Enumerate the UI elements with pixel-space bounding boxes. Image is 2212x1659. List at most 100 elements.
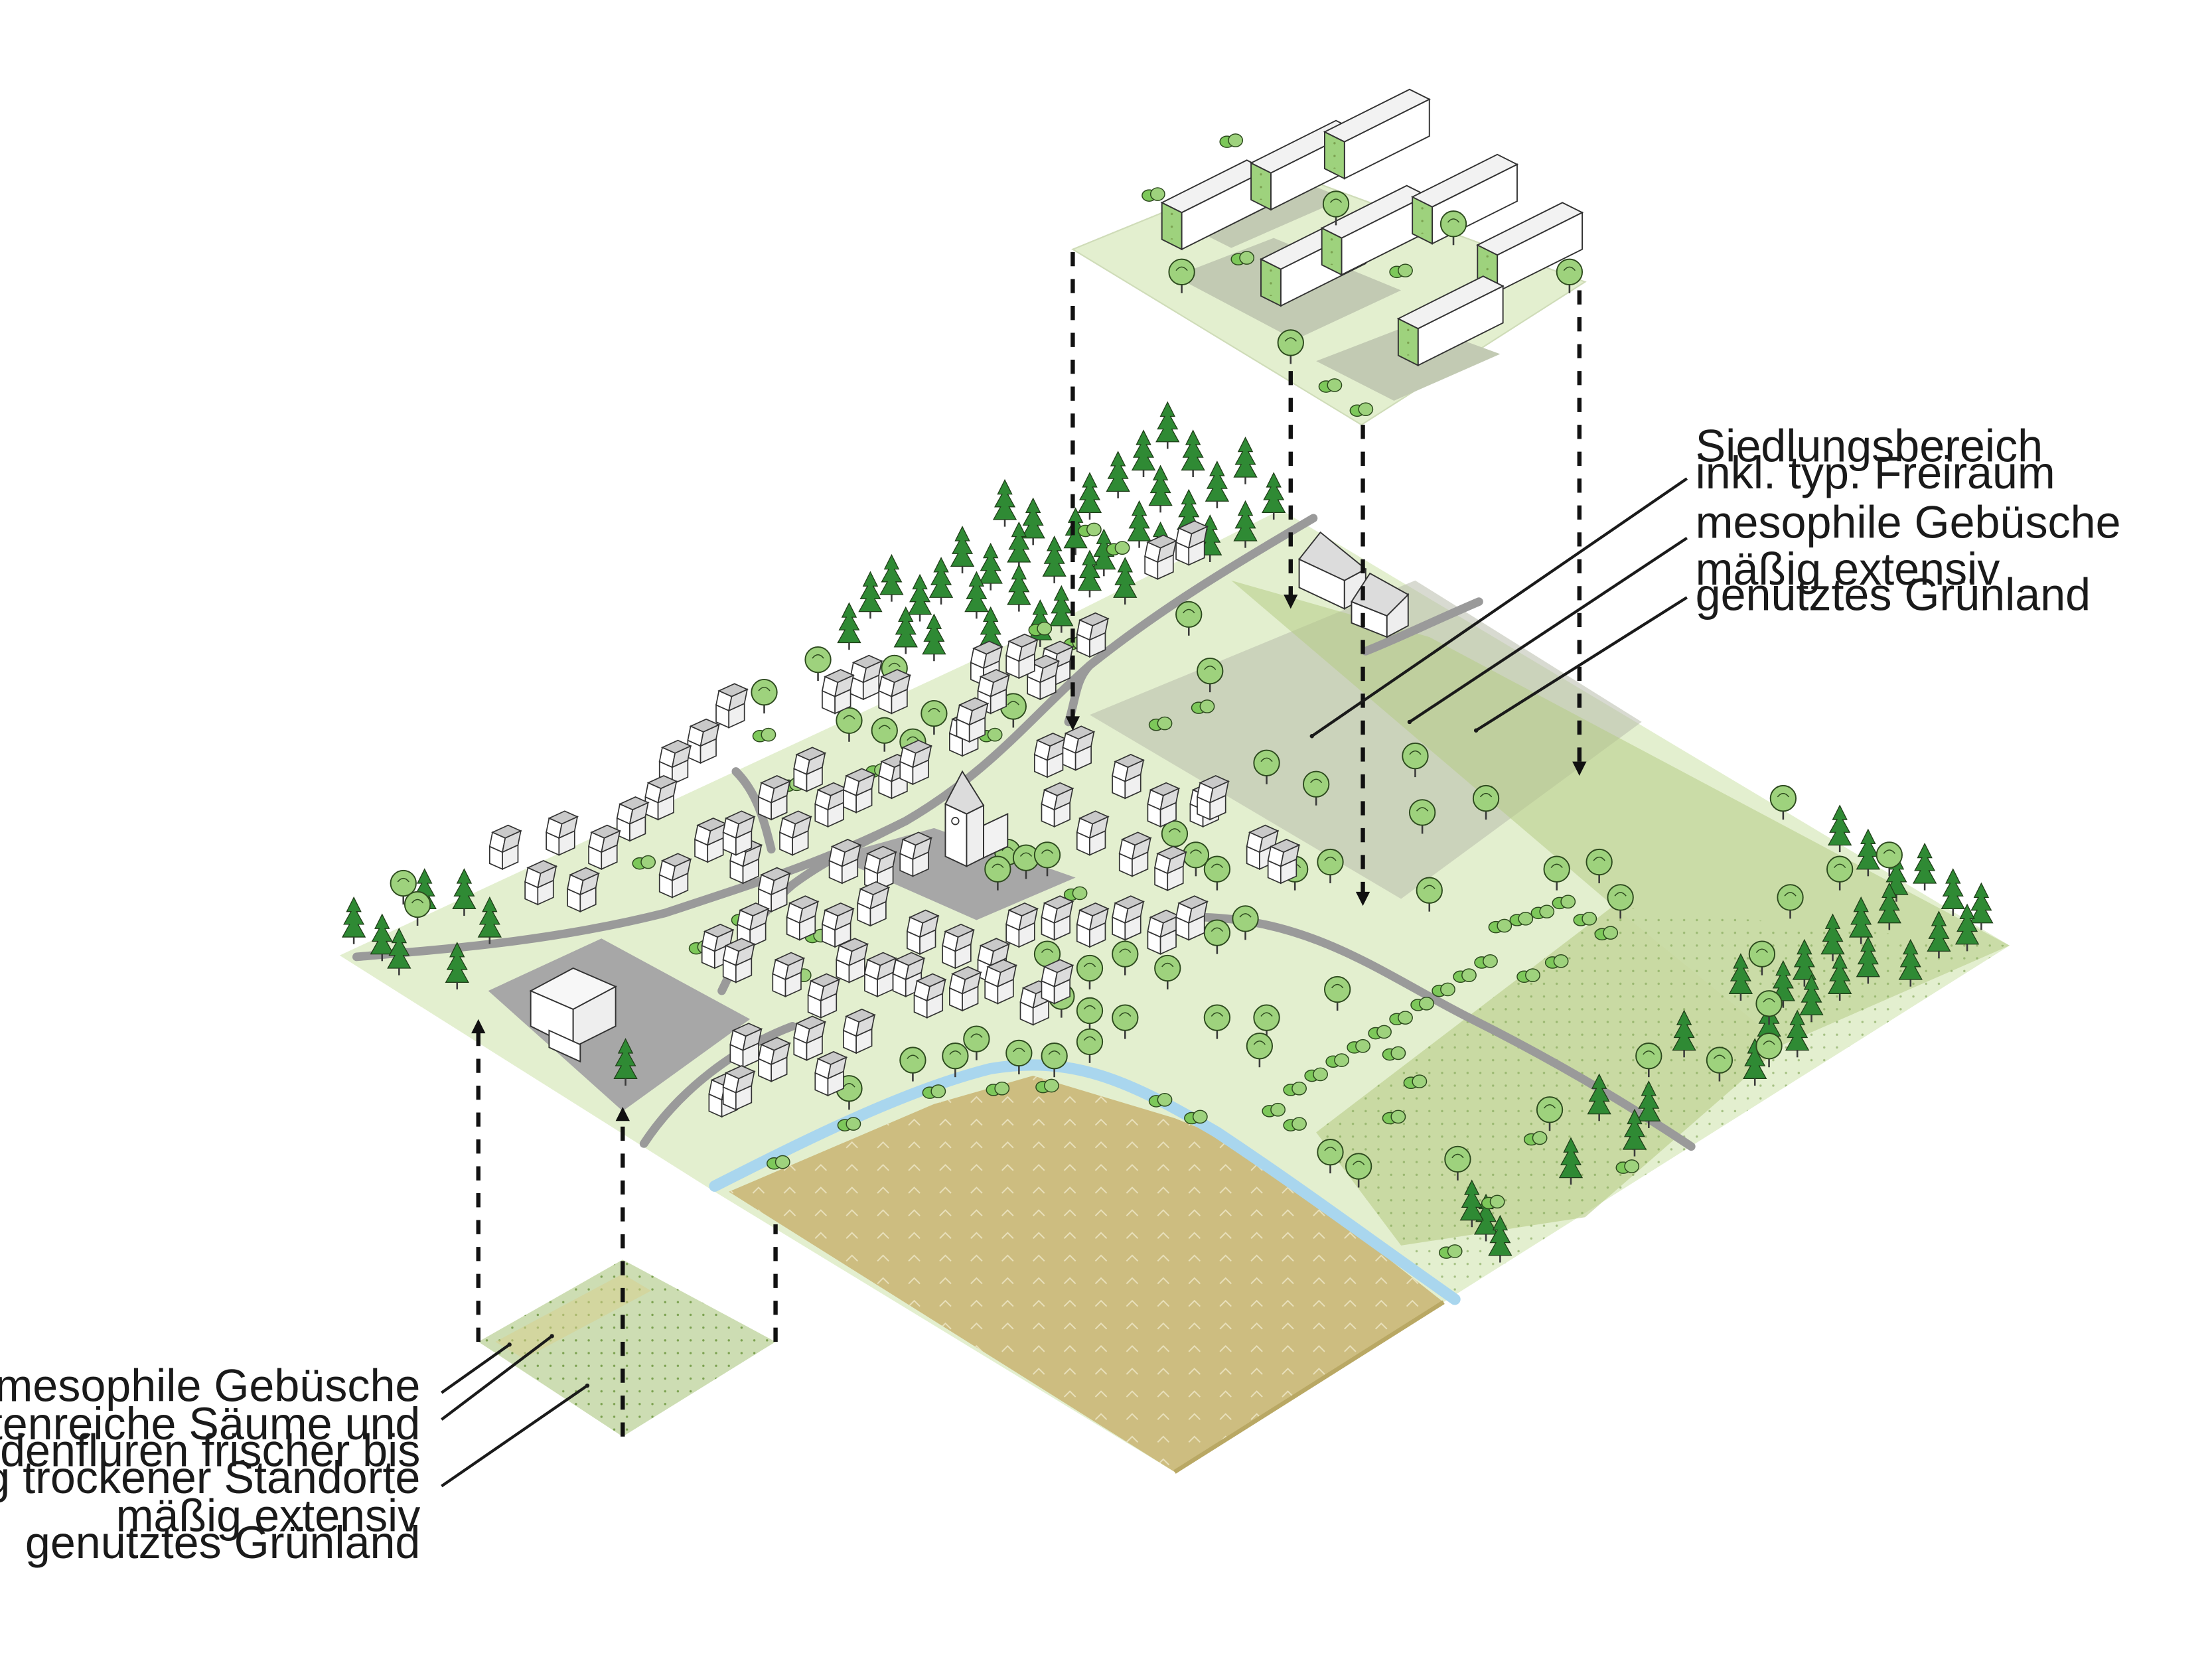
conifer-tree-icon xyxy=(1941,868,1966,917)
settlement-inset xyxy=(1071,88,1587,426)
leader-line xyxy=(441,1384,589,1488)
house-icon xyxy=(913,973,946,1019)
house-icon xyxy=(1005,902,1038,948)
house-icon xyxy=(1154,845,1187,891)
house-icon xyxy=(843,1008,875,1054)
labels-left: mesophile Gebüsche artenreiche Säume und… xyxy=(0,1334,590,1568)
bush-icon xyxy=(1078,522,1102,538)
house-icon xyxy=(1112,895,1144,941)
label-gruenland-right-line2: genutztes Grünland xyxy=(1696,569,2091,620)
house-icon xyxy=(722,938,755,983)
conifer-tree-icon xyxy=(1007,563,1031,613)
conifer-tree-icon xyxy=(858,571,883,620)
bush-icon xyxy=(752,727,776,743)
projection-arrows xyxy=(471,252,1587,1437)
conifer-tree-icon xyxy=(1049,585,1074,634)
conifer-tree-icon xyxy=(1148,465,1173,514)
house-icon xyxy=(786,895,819,941)
house-icon xyxy=(758,1037,790,1082)
house-icon xyxy=(658,853,692,899)
legend-swatch xyxy=(478,1260,776,1437)
house-icon xyxy=(793,747,826,792)
conifer-tree-icon xyxy=(1954,903,1980,952)
house-icon xyxy=(899,739,932,785)
conifer-tree-icon xyxy=(1912,843,1937,891)
house-icon xyxy=(822,902,854,948)
label-mesophile-gebuesche-left: mesophile Gebüsche xyxy=(0,1361,420,1411)
bush-icon xyxy=(1219,133,1244,148)
house-icon xyxy=(758,775,790,820)
conifer-tree-icon xyxy=(879,554,904,603)
leader-line xyxy=(441,1334,553,1421)
conifer-tree-icon xyxy=(1112,557,1138,606)
house-icon xyxy=(907,909,939,955)
label-gruenland-left-line2: genutztes Grünland xyxy=(25,1518,420,1568)
house-icon xyxy=(758,867,790,912)
house-icon xyxy=(722,1065,755,1111)
house-icon xyxy=(694,818,727,863)
conifer-tree-icon xyxy=(1042,536,1067,585)
conifer-tree-icon xyxy=(341,897,366,946)
house-icon xyxy=(1112,754,1144,799)
conifer-tree-icon xyxy=(452,868,477,917)
conifer-tree-icon xyxy=(950,526,975,575)
labels-right: Siedlungsbereich inkl. typ. Freiraum mes… xyxy=(1309,421,2121,739)
house-icon xyxy=(814,782,848,828)
house-icon xyxy=(546,810,578,856)
label-gruenland-left-line1: mäßig extensiv xyxy=(116,1491,421,1542)
house-icon xyxy=(1062,725,1095,771)
conifer-tree-icon xyxy=(837,602,861,651)
conifer-tree-icon xyxy=(928,557,954,606)
house-icon xyxy=(722,810,755,856)
label-siedlungsbereich-line2: inkl. typ. Freiraum xyxy=(1696,448,2055,498)
label-saeume-line3: mäßig trockener Standorte xyxy=(0,1453,420,1503)
conifer-tree-icon xyxy=(1205,461,1230,510)
house-icon xyxy=(807,973,840,1019)
house-icon xyxy=(1144,534,1177,580)
house-icon xyxy=(942,924,974,969)
conifer-tree-icon xyxy=(1181,429,1205,478)
conifer-tree-icon xyxy=(1106,451,1130,500)
house-icon xyxy=(1197,775,1229,820)
conifer-tree-icon xyxy=(992,479,1017,528)
conifer-tree-icon xyxy=(1969,882,1994,931)
house-icon xyxy=(1175,520,1208,566)
house-icon xyxy=(588,824,621,870)
label-siedlungsbereich-line1: Siedlungsbereich xyxy=(1696,421,2043,472)
conifer-tree-icon xyxy=(907,573,932,622)
label-gruenland-right-line1: mäßig extensiv xyxy=(1696,544,2000,595)
house-icon xyxy=(828,839,861,884)
house-icon xyxy=(836,938,869,983)
house-icon xyxy=(849,654,883,700)
house-icon xyxy=(524,860,557,905)
house-icon xyxy=(729,1023,763,1068)
house-icon xyxy=(864,952,897,997)
house-icon xyxy=(793,1015,826,1061)
house-icon xyxy=(1267,839,1300,884)
house-icon xyxy=(488,824,522,870)
conifer-tree-icon xyxy=(1233,437,1258,485)
conifer-tree-icon xyxy=(1155,401,1180,450)
house-icon xyxy=(1147,782,1180,828)
leader-line xyxy=(1475,596,1688,732)
house-icon xyxy=(644,775,678,820)
bush-icon xyxy=(1142,187,1165,202)
conifer-tree-icon xyxy=(1827,804,1852,853)
commercial-building xyxy=(529,967,617,1063)
label-saeume-line1: artenreiche Säume und xyxy=(0,1399,420,1449)
church-icon xyxy=(944,770,1009,867)
house-icon xyxy=(956,697,989,743)
house-icon xyxy=(1118,831,1151,877)
conifer-tree-icon xyxy=(1131,429,1156,478)
house-icon xyxy=(1147,909,1180,955)
house-icon xyxy=(814,1050,848,1096)
conifer-tree-icon xyxy=(1856,828,1881,877)
conifer-tree-icon xyxy=(1021,497,1046,546)
conifer-tree-icon xyxy=(1261,472,1286,521)
house-icon xyxy=(1005,633,1038,679)
house-icon xyxy=(984,959,1017,1005)
house-icon xyxy=(1175,895,1208,941)
conifer-tree-icon xyxy=(922,613,946,662)
apartment-block-icon xyxy=(1323,88,1430,180)
roads xyxy=(352,514,1696,1151)
